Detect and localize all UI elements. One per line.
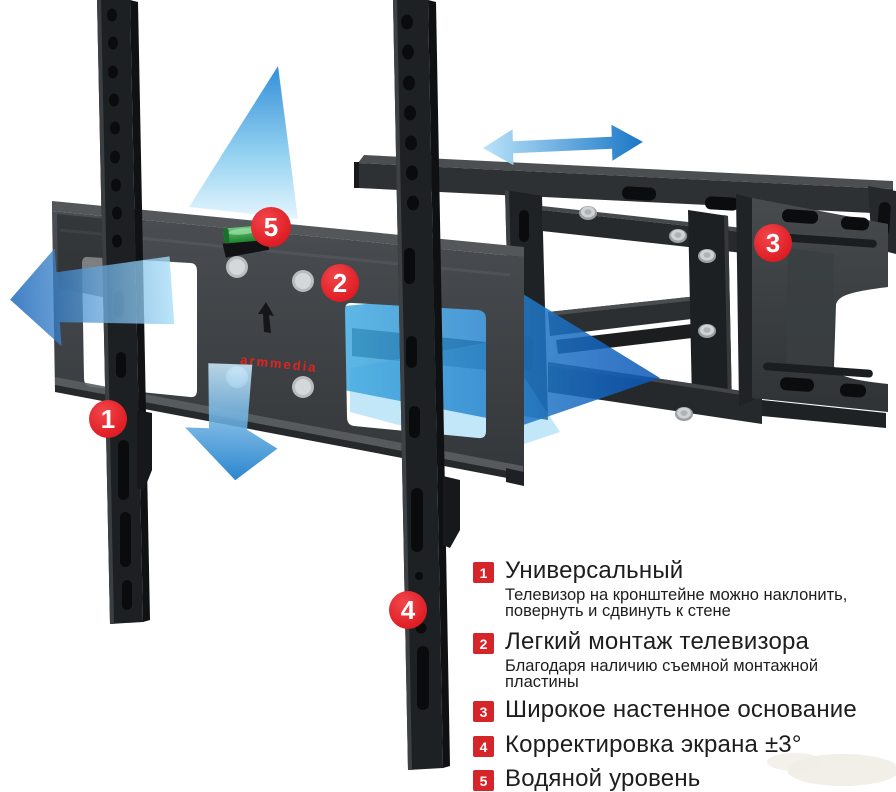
svg-text:2: 2 [333, 268, 347, 298]
callout-3: 3 [754, 224, 792, 262]
arrow-slide-left [10, 248, 175, 347]
callout-1: 1 [89, 400, 127, 438]
svg-text:3: 3 [766, 228, 780, 258]
up-arrow-glyph [258, 302, 274, 333]
svg-text:4: 4 [401, 595, 416, 625]
callout-2: 2 [321, 264, 359, 302]
svg-text:5: 5 [264, 212, 278, 242]
background-smudge [767, 753, 896, 786]
wall-plate [736, 194, 888, 412]
arrow-slide-horizontal [483, 124, 643, 166]
arrow-tilt-up [189, 66, 298, 219]
svg-text:1: 1 [101, 404, 115, 434]
arrow-tilt-down [185, 363, 278, 481]
rail-hook-right [443, 476, 460, 548]
tv-rail-right [393, 0, 460, 770]
callout-5: 5 [251, 207, 291, 247]
callout-4: 4 [389, 591, 427, 629]
rail-hook-left [137, 410, 152, 490]
